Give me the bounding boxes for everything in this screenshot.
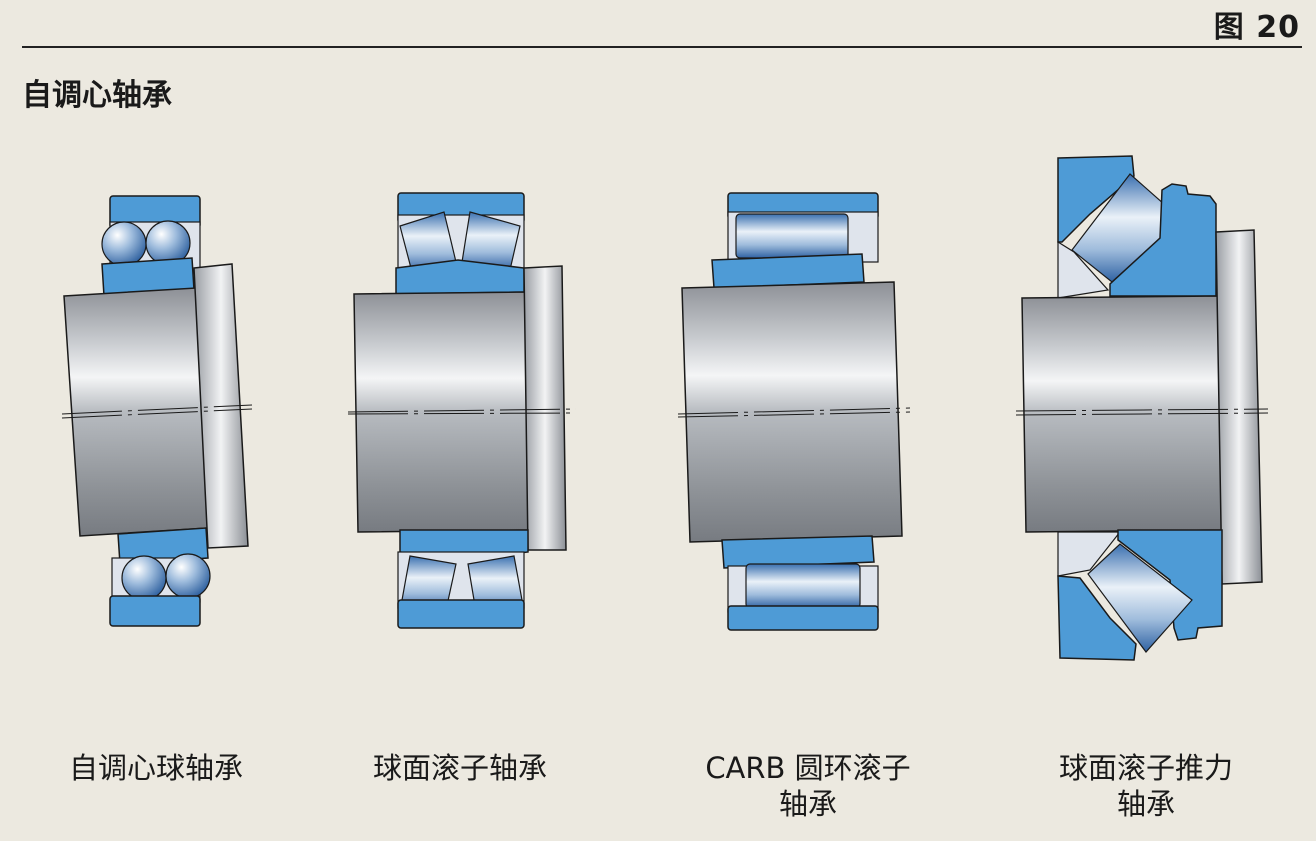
outer-ring-bottom — [397, 599, 525, 629]
axis-line — [347, 412, 577, 415]
toroidal-roller — [745, 563, 861, 609]
self-aligning-ball-bearing — [61, 195, 253, 627]
toroidal-roller — [735, 213, 849, 259]
outer-ring-bottom — [109, 595, 201, 627]
axis-line — [61, 404, 253, 415]
adapter-sleeve — [523, 265, 567, 551]
header-divider — [22, 46, 1302, 48]
axis-line — [61, 408, 253, 419]
caption-spherical-roller-thrust-bearing: 球面滚子推力 轴承 — [1058, 751, 1233, 821]
figure-number: 图 20 — [1213, 10, 1300, 45]
carb-toroidal-roller-bearing — [677, 192, 911, 631]
axis-line — [677, 411, 911, 418]
housing-washer-bottom — [1057, 575, 1137, 661]
caption-carb-toroidal-roller-bearing: CARB 圆环滚子 轴承 — [705, 751, 911, 821]
adapter-sleeve — [1215, 229, 1263, 585]
inner-ring-bottom — [721, 535, 875, 569]
spherical-roller-bearing — [347, 192, 577, 629]
caption-spherical-roller-bearing: 球面滚子轴承 — [372, 751, 547, 785]
ball — [165, 553, 211, 599]
cage-gap-top — [1057, 240, 1110, 299]
inner-ring-top — [395, 259, 525, 295]
axis-line — [677, 407, 911, 415]
spherical-roller-thrust-bearing — [1015, 155, 1269, 661]
axis-line — [1015, 408, 1269, 412]
roller — [1087, 543, 1193, 653]
axis-line — [1015, 412, 1269, 416]
cage-gap-bottom — [1057, 531, 1122, 577]
caption-self-aligning-ball-bearing: 自调心球轴承 — [68, 751, 243, 785]
axis-line — [347, 408, 577, 413]
section-title: 自调心轴承 — [22, 78, 172, 113]
shaft-washer-bottom — [1117, 529, 1223, 641]
outer-ring-bottom — [727, 605, 879, 631]
shaft — [681, 281, 903, 543]
ball — [101, 221, 147, 267]
ball — [121, 555, 167, 601]
inner-ring-top — [711, 253, 865, 289]
shaft-washer-top — [1109, 183, 1217, 297]
